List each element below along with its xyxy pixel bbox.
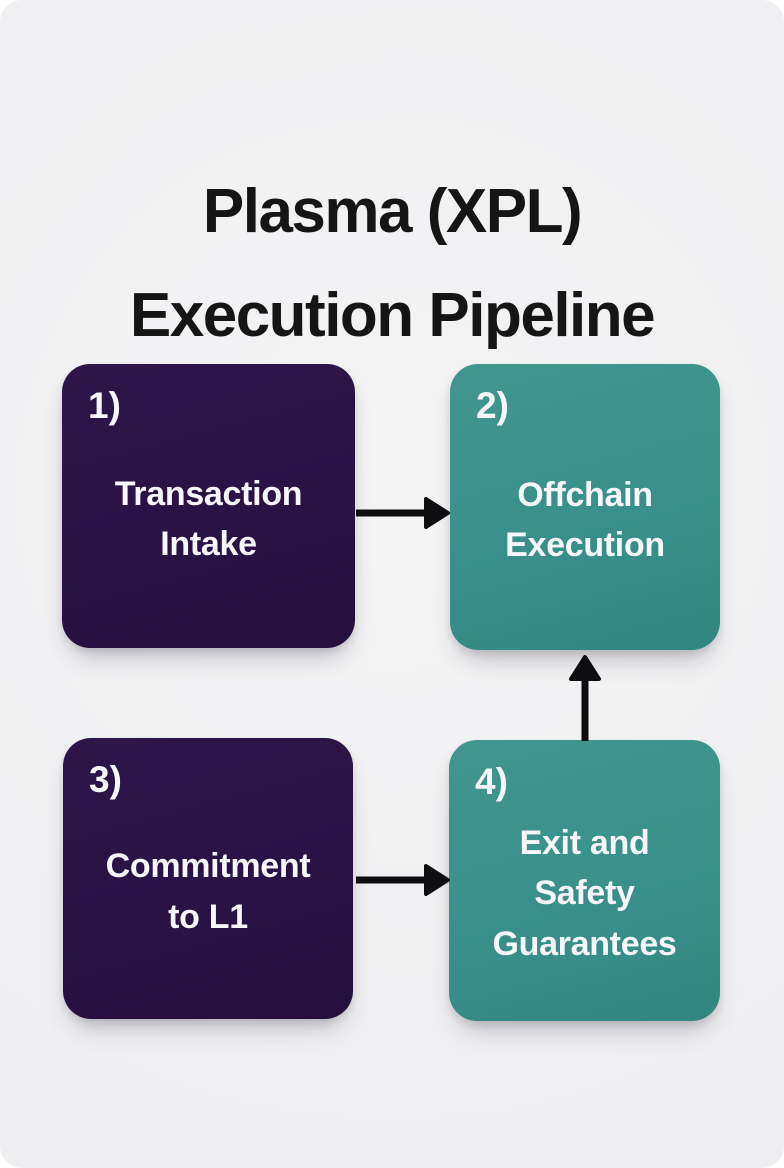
node-label: Offchain Execution bbox=[505, 475, 665, 564]
node-label: Transaction Intake bbox=[114, 474, 303, 563]
page-title-line2: Execution Pipeline bbox=[129, 280, 656, 350]
node-number: 3) bbox=[89, 759, 122, 800]
node-number: 2) bbox=[476, 385, 509, 426]
arrow-1-to-2 bbox=[356, 497, 450, 529]
node-transaction-intake: 1) Transaction Intake bbox=[62, 364, 355, 648]
node-label: Commitment to L1 bbox=[105, 847, 311, 936]
node-number: 1) bbox=[88, 385, 121, 426]
arrow-3-to-4 bbox=[356, 864, 450, 896]
node-commitment-to-l1: 3) Commitment to L1 bbox=[63, 738, 353, 1019]
node-exit-safety-guarantees: 4) Exit and Safety Guarantees bbox=[449, 740, 720, 1021]
node-label: Exit and Safety Guarantees bbox=[492, 824, 677, 963]
node-offchain-execution: 2) Offchain Execution bbox=[450, 364, 720, 650]
page-title: Plasma (XPL) Execution Pipeline bbox=[0, 160, 784, 368]
arrow-4-to-2 bbox=[569, 655, 601, 741]
node-number: 4) bbox=[475, 761, 508, 802]
page-title-line1: Plasma (XPL) bbox=[202, 176, 583, 246]
